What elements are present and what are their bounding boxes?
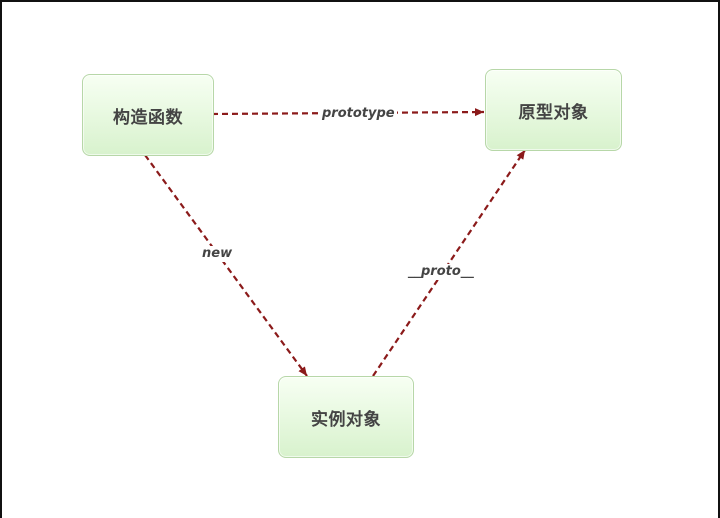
frame-right-edge [718, 0, 720, 518]
node-constructor-label: 构造函数 [113, 107, 183, 128]
node-prototype-label: 原型对象 [518, 102, 589, 123]
node-prototype: 原型对象 [485, 69, 622, 151]
edge-label-proto: __proto__ [406, 264, 476, 280]
edge-label-new: new [200, 246, 235, 262]
node-instance-label: 实例对象 [311, 409, 381, 430]
edge-constructor-to-prototype [211, 108, 485, 117]
frame-left-edge [0, 0, 2, 518]
edge-instance-to-prototype [372, 149, 526, 377]
frame-top-edge [0, 0, 720, 2]
node-constructor: 构造函数 [82, 74, 214, 156]
edge-constructor-to-instance [144, 154, 308, 377]
node-instance: 实例对象 [278, 376, 414, 458]
edge-label-prototype: prototype [320, 106, 397, 122]
